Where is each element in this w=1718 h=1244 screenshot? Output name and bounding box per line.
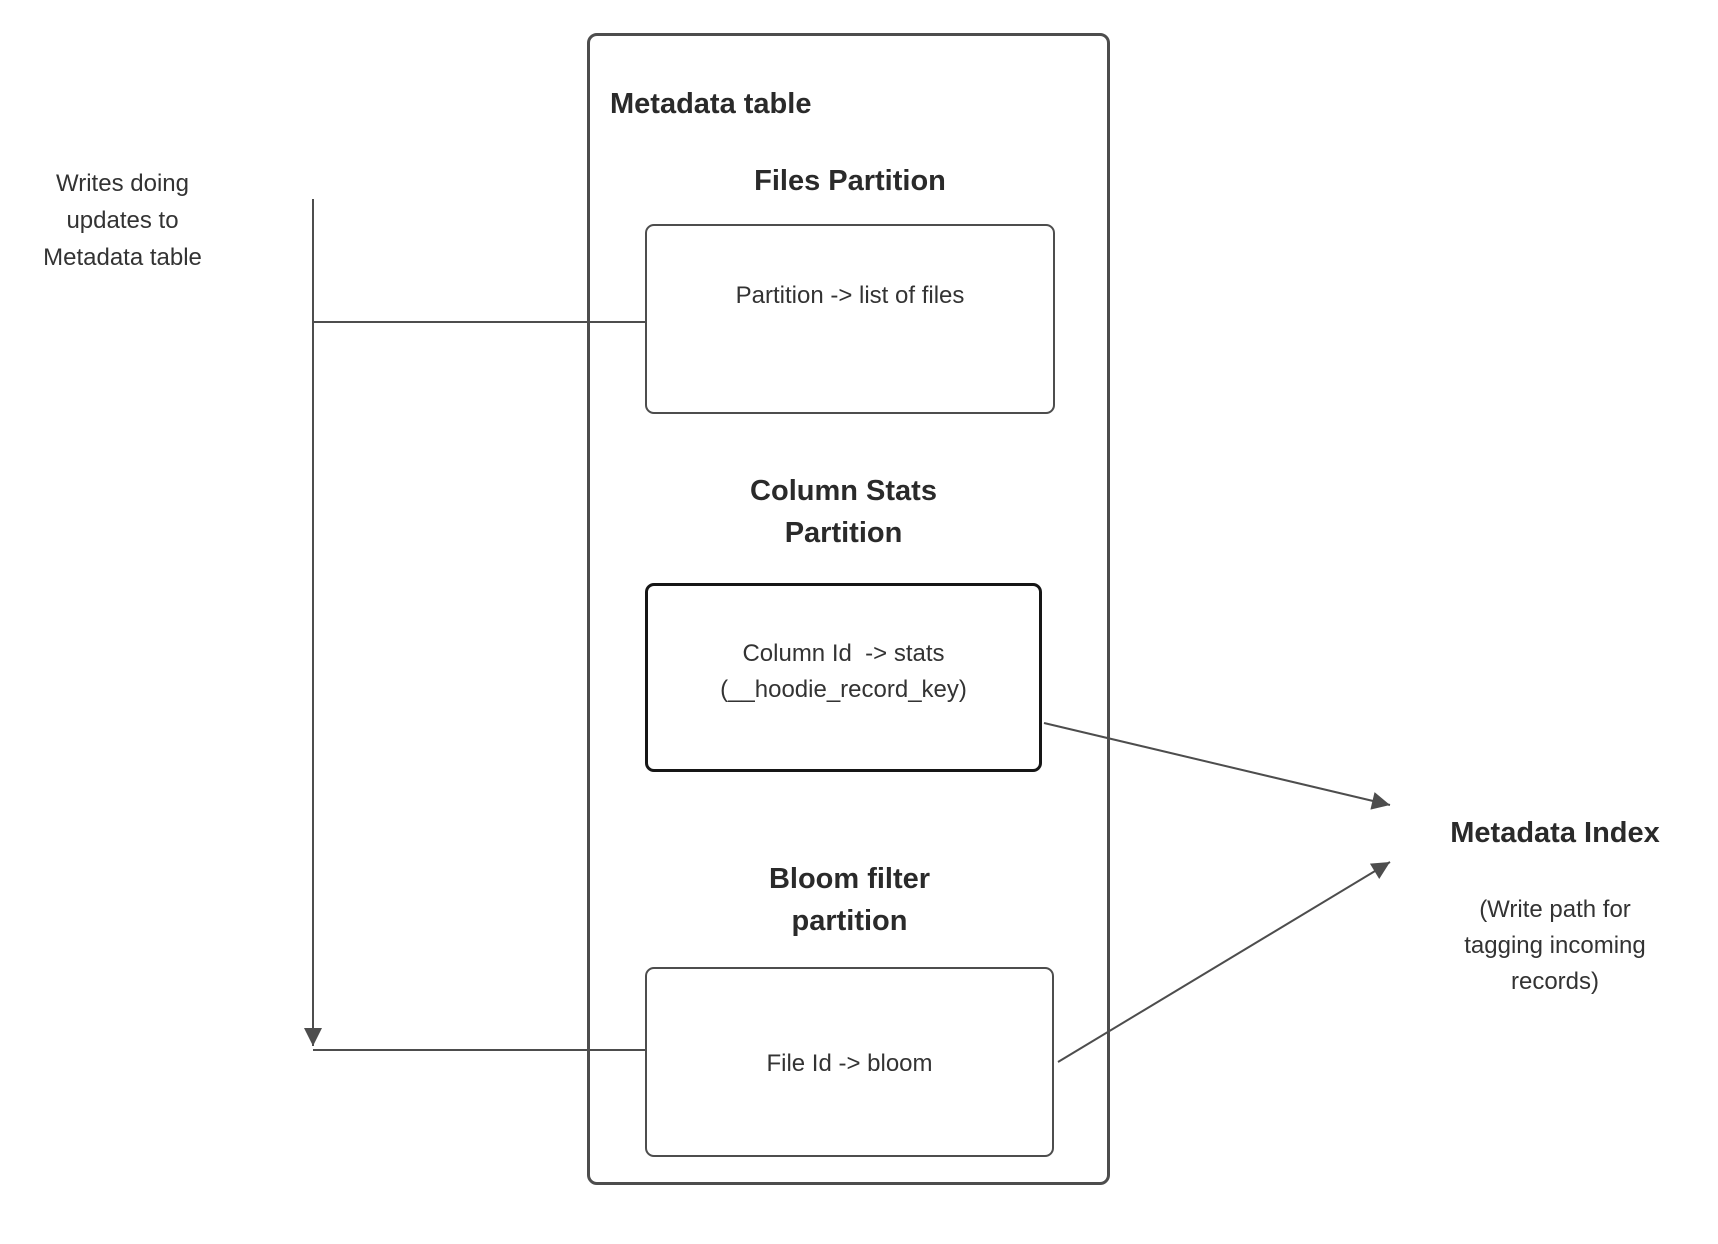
metadata-index-title: Metadata Index: [1450, 817, 1660, 849]
column-stats-box: [645, 583, 1042, 772]
column-stats-to-index-arrow: [1043, 722, 1391, 810]
files-partition-heading: Files Partition: [754, 165, 946, 197]
metadata-table-title: Metadata table: [610, 88, 812, 120]
bloom-filter-box: [645, 967, 1054, 1157]
bloom-filter-text: File Id -> bloom: [766, 1050, 933, 1077]
writes-note: Writes doing updates to Metadata table: [43, 170, 202, 271]
metadata-index-subtitle: (Write path for tagging incoming records…: [1464, 896, 1646, 995]
files-partition-text: Partition -> list of files: [735, 282, 965, 309]
column-stats-text: Column Id -> stats (__hoodie_record_key): [720, 640, 967, 703]
metadata-table-box: [587, 33, 1110, 1185]
files-partition-box: [645, 224, 1055, 414]
bloom-filter-heading: Bloom filter partition: [768, 863, 931, 937]
bloom-to-index-arrow: [1057, 861, 1391, 1063]
column-stats-heading: Column Stats Partition: [750, 475, 937, 549]
